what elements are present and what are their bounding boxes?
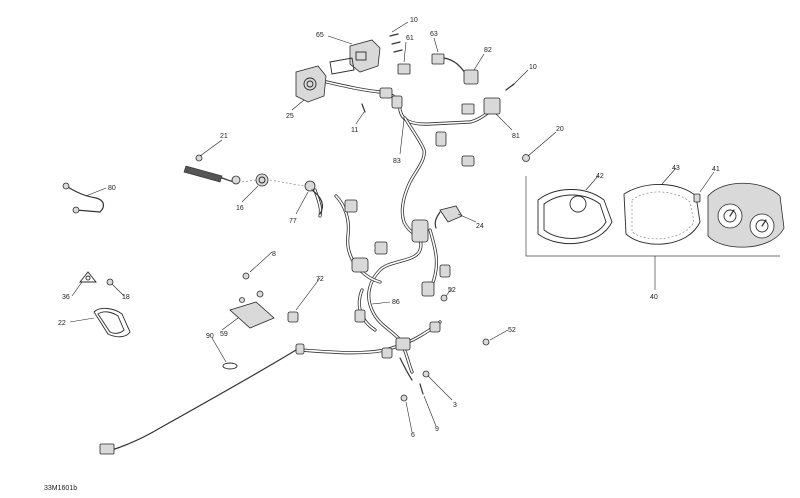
part-3-9-6-sensor bbox=[399, 357, 430, 402]
callout-41: 41 bbox=[712, 166, 720, 173]
callout-24: 24 bbox=[476, 223, 484, 230]
callout-3: 3 bbox=[453, 402, 457, 409]
group-40-gauge-cluster bbox=[525, 176, 785, 290]
callout-43: 43 bbox=[672, 165, 680, 172]
part-59-module bbox=[229, 290, 275, 329]
callout-20: 20 bbox=[556, 126, 564, 133]
part-90-tie bbox=[222, 362, 238, 370]
part-81-connector bbox=[461, 97, 501, 115]
callout-59: 59 bbox=[220, 331, 228, 338]
callout-8: 8 bbox=[272, 251, 276, 258]
callout-10-right: 10 bbox=[529, 64, 537, 71]
callout-36: 36 bbox=[62, 294, 70, 301]
callout-21: 21 bbox=[220, 133, 228, 140]
part-11-screw bbox=[361, 103, 366, 113]
callout-90: 90 bbox=[206, 333, 214, 340]
callout-61: 61 bbox=[406, 35, 414, 42]
callout-83: 83 bbox=[393, 158, 401, 165]
main-wiring-harness bbox=[295, 78, 497, 374]
part-61-connector bbox=[397, 63, 411, 75]
part-41-bulb bbox=[693, 193, 701, 203]
callout-9: 9 bbox=[435, 426, 439, 433]
diagram-code: 33M1601b bbox=[44, 485, 77, 492]
gauge-cluster-body bbox=[707, 182, 785, 248]
callout-82: 82 bbox=[484, 47, 492, 54]
callout-80: 80 bbox=[108, 185, 116, 192]
part-36-bracket bbox=[79, 271, 97, 283]
part-77-wire bbox=[304, 180, 324, 215]
part-82-connector bbox=[463, 69, 479, 85]
part-52-clip-a bbox=[440, 294, 448, 302]
extension-cable bbox=[99, 349, 297, 455]
callout-72: 72 bbox=[316, 276, 324, 283]
callout-65: 65 bbox=[316, 32, 324, 39]
callout-52-lower: 52 bbox=[508, 327, 516, 334]
callout-11: 11 bbox=[351, 127, 358, 134]
callout-86: 86 bbox=[392, 299, 400, 306]
part-16-grommet bbox=[255, 173, 269, 187]
part-52-clip-b bbox=[482, 338, 490, 346]
callout-77: 77 bbox=[289, 218, 297, 225]
part-63-connector bbox=[431, 53, 467, 75]
leader-lines bbox=[69, 21, 715, 433]
callout-16: 16 bbox=[236, 205, 244, 212]
callout-6: 6 bbox=[411, 432, 415, 439]
callout-22: 22 bbox=[58, 320, 66, 327]
part-25-switch-housing bbox=[295, 65, 327, 103]
callout-10-top: 10 bbox=[410, 17, 418, 24]
part-72-grommet bbox=[287, 311, 299, 323]
callout-labels: 10 65 61 63 82 10 25 11 81 83 20 21 80 1… bbox=[44, 17, 720, 492]
part-24-sensor bbox=[434, 205, 463, 229]
part-22-seal bbox=[93, 307, 131, 338]
part-43-lens bbox=[623, 184, 701, 245]
part-21-fuse-block bbox=[183, 154, 241, 185]
callout-42: 42 bbox=[596, 173, 604, 180]
part-18-clip bbox=[106, 278, 114, 286]
part-10-screws-top bbox=[389, 33, 403, 53]
part-8-nut bbox=[242, 272, 250, 280]
callout-81: 81 bbox=[512, 133, 520, 140]
part-65-bracket bbox=[329, 39, 381, 75]
callout-40: 40 bbox=[650, 294, 658, 301]
callout-63: 63 bbox=[430, 31, 438, 38]
callout-25: 25 bbox=[286, 113, 294, 120]
part-80-ground-cable bbox=[62, 182, 105, 214]
part-20-nut bbox=[522, 154, 530, 162]
callout-52-upper: 52 bbox=[448, 287, 456, 294]
part-42-bezel bbox=[537, 189, 613, 245]
callout-18: 18 bbox=[122, 294, 130, 301]
